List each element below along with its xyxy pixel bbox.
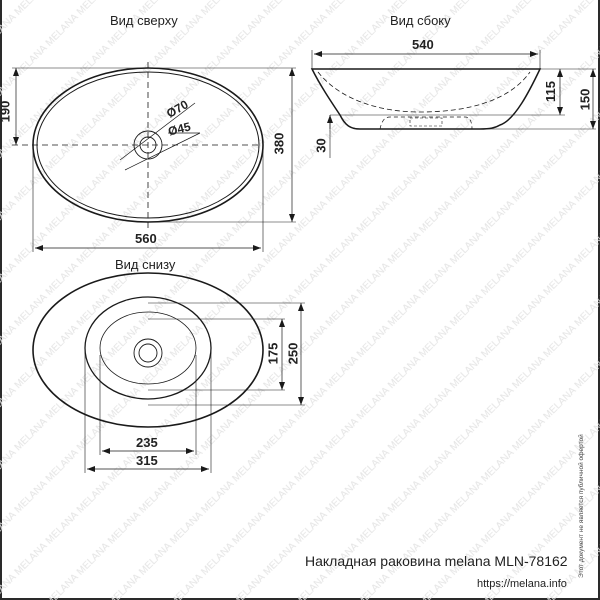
dim-width: 560 — [135, 231, 157, 246]
dim-base-height: 30 — [313, 138, 329, 153]
dim-top-width: 540 — [412, 37, 434, 52]
top-view-title: Вид сверху — [110, 13, 178, 28]
product-title: Накладная раковина melana MLN-78162 — [305, 553, 568, 569]
dim-base-width: 315 — [136, 453, 158, 468]
website-link[interactable]: https://melana.info — [477, 578, 567, 590]
dim-depth: 380 — [271, 132, 287, 155]
side-view — [310, 50, 596, 158]
bottom-view — [32, 272, 305, 473]
dim-foot-width: 235 — [136, 435, 158, 450]
dim-base-depth: 250 — [285, 342, 301, 365]
dim-bowl-depth: 115 — [542, 81, 558, 102]
bottom-view-title: Вид снизу — [115, 257, 176, 272]
dim-height: 150 — [577, 88, 593, 111]
side-view-title: Вид сбоку — [390, 13, 451, 28]
dim-half-depth: 190 — [0, 100, 13, 123]
top-view — [12, 62, 296, 252]
disclaimer-text: Этот документ не является публичной офер… — [578, 434, 585, 578]
dim-foot-depth: 175 — [265, 342, 281, 365]
